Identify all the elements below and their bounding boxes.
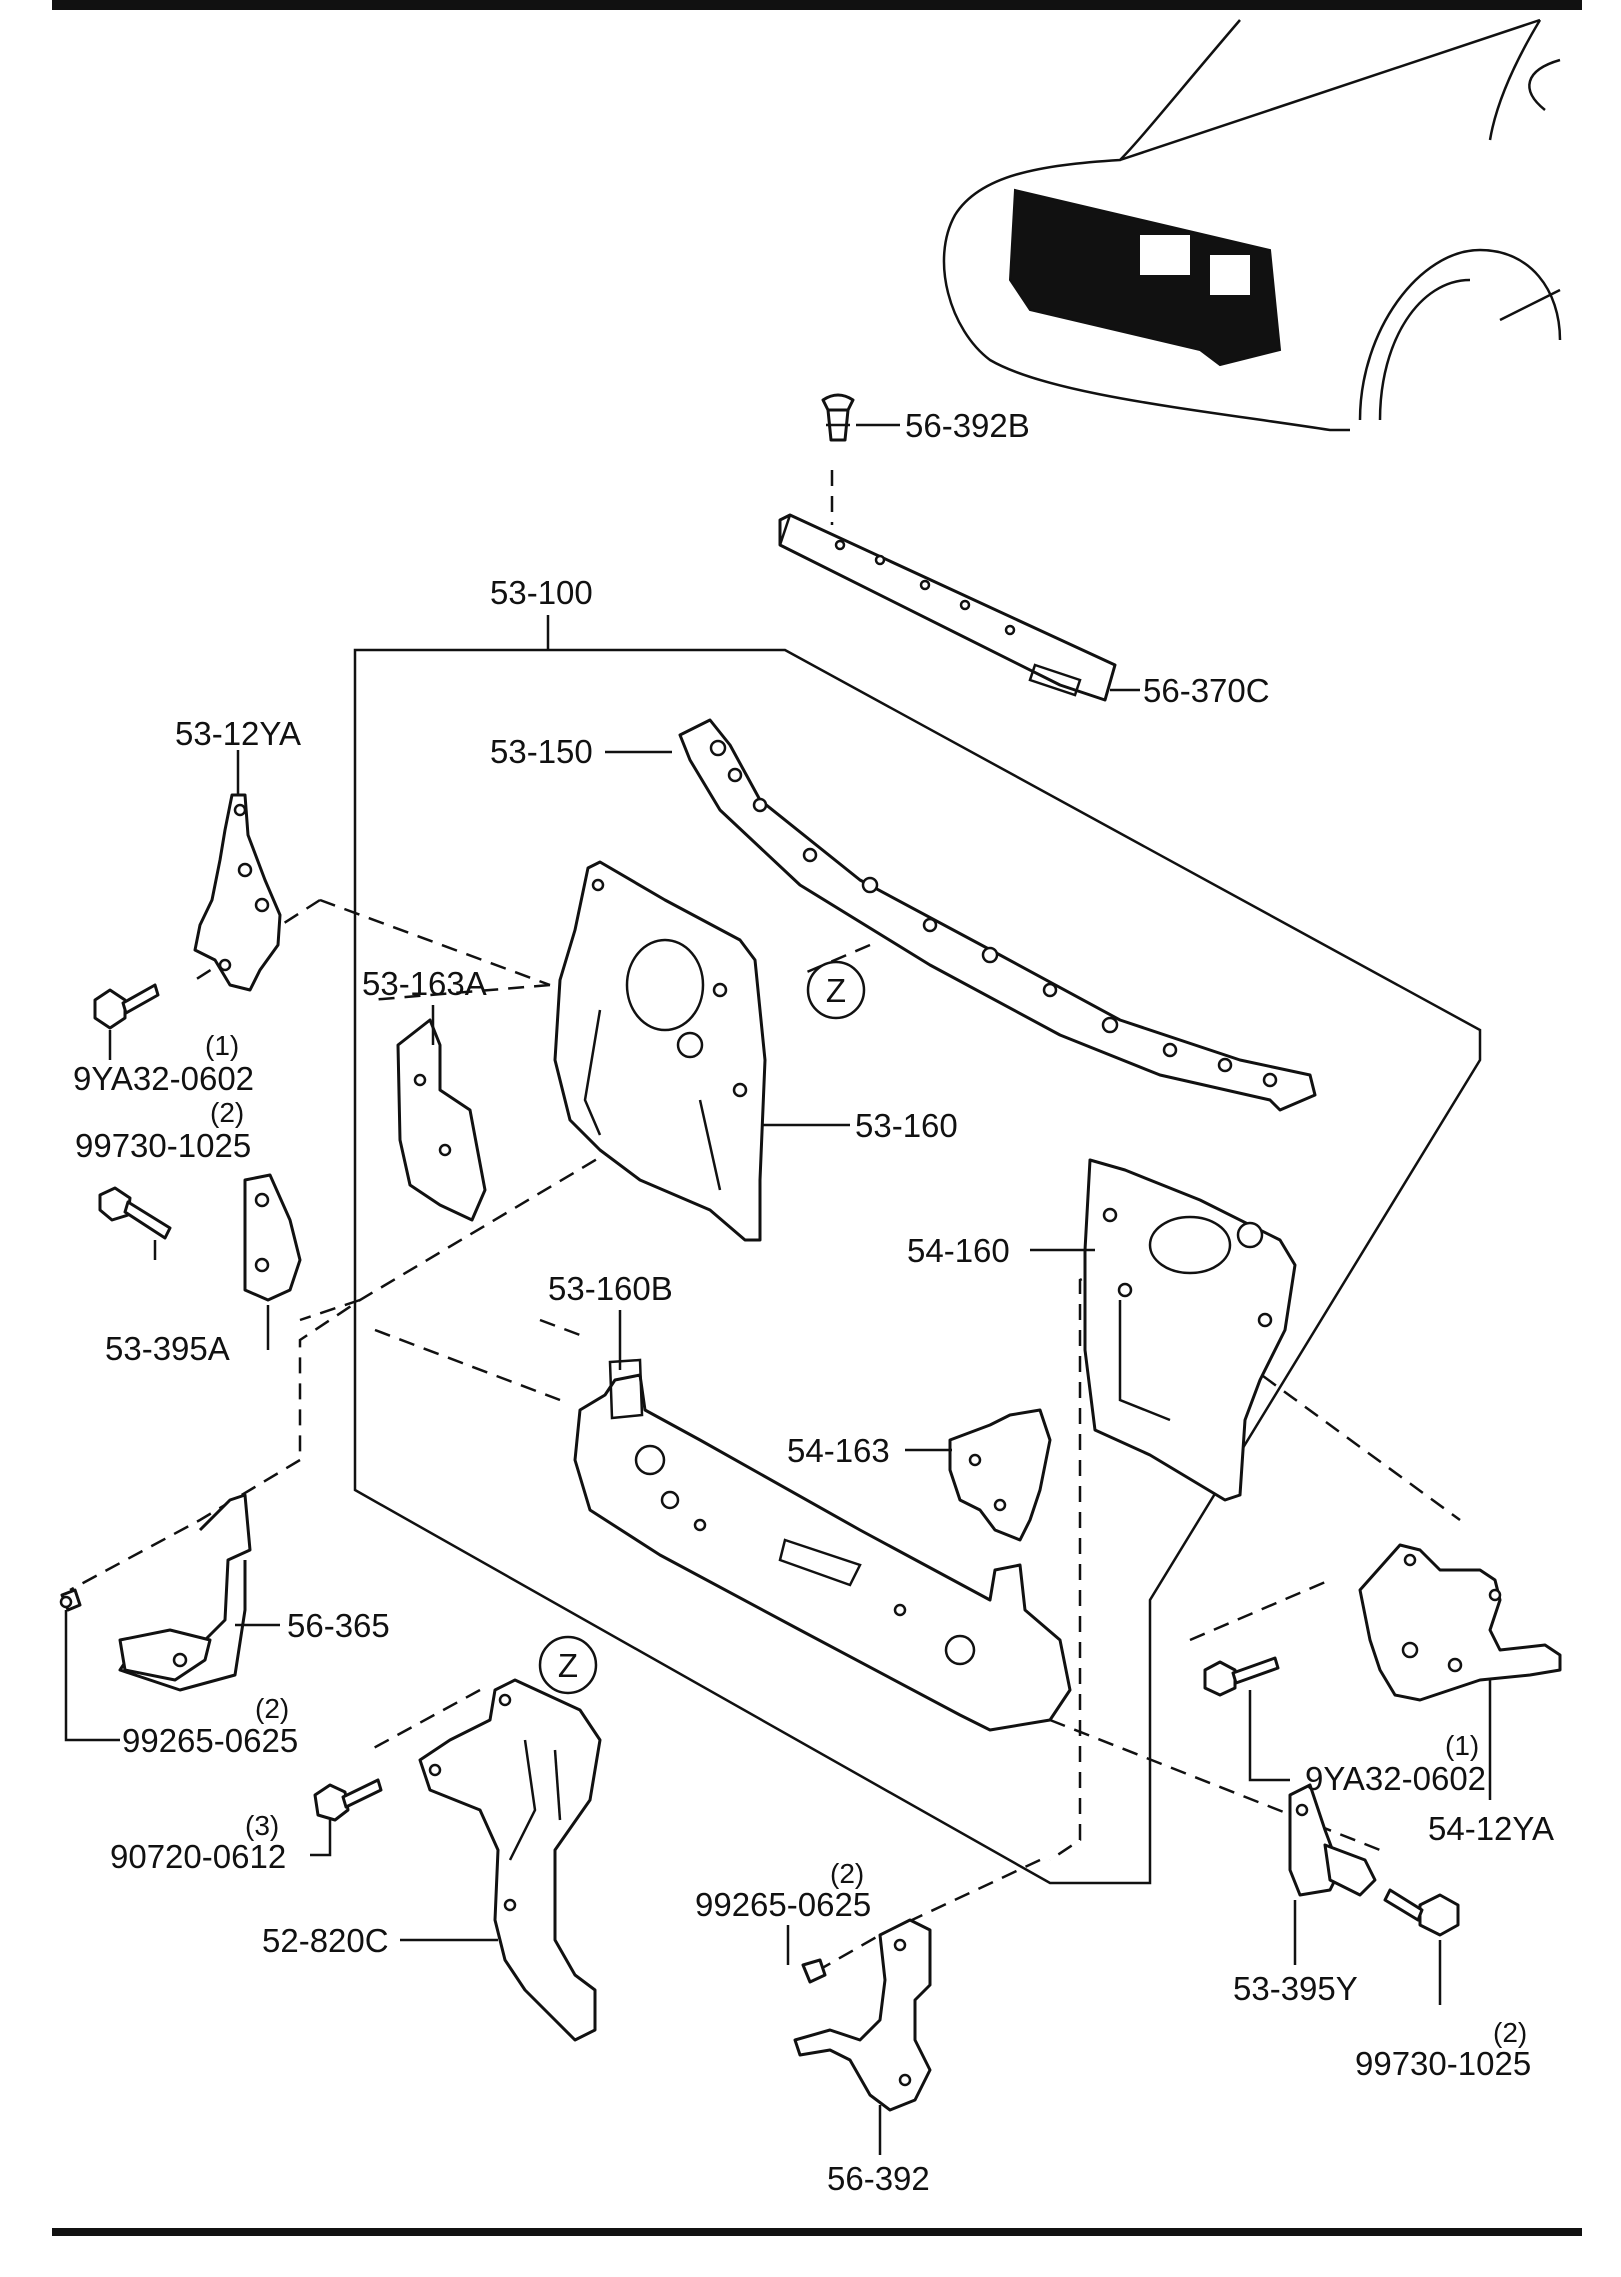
plate-53-395y bbox=[1288, 1783, 1377, 1897]
label-90720-0612: 90720-0612 bbox=[110, 1838, 286, 1875]
qty-99730-1025-left: (2) bbox=[210, 1097, 244, 1128]
vehicle-location-inset bbox=[942, 18, 1562, 499]
qty-9ya32-0602-left: (1) bbox=[205, 1030, 239, 1061]
clip-56-392b bbox=[821, 393, 855, 442]
assembly-outline-53-100 bbox=[353, 648, 1482, 1885]
top-border bbox=[52, 0, 1582, 10]
guide-56-392 bbox=[793, 1918, 932, 2112]
label-53-100: 53-100 bbox=[490, 574, 593, 611]
label-53-150: 53-150 bbox=[490, 733, 593, 770]
bolt-9ya32-0602-left bbox=[93, 983, 160, 1030]
bolt-9ya32-0602-right bbox=[1203, 1656, 1280, 1697]
label-53-160: 53-160 bbox=[855, 1107, 958, 1144]
label-9ya32-0602-left: 9YA32-0602 bbox=[73, 1060, 254, 1097]
upper-member-53-150 bbox=[678, 718, 1317, 1112]
label-52-820c: 52-820C bbox=[262, 1922, 389, 1959]
label-56-392: 56-392 bbox=[827, 2160, 930, 2197]
label-99265-0625-left: 99265-0625 bbox=[122, 1722, 298, 1759]
label-54-12ya: 54-12YA bbox=[1428, 1810, 1554, 1847]
reference-z-top: Z bbox=[806, 960, 866, 1020]
qty-99265-0625-bottom: (2) bbox=[830, 1858, 864, 1889]
label-99265-0625-bottom: 99265-0625 bbox=[695, 1886, 871, 1923]
qty-9ya32-0602-right: (1) bbox=[1445, 1730, 1479, 1761]
guide-lines bbox=[69, 470, 1461, 1977]
plate-53-395a bbox=[243, 1173, 302, 1302]
stay-52-820c bbox=[418, 1678, 602, 2042]
reference-z-top-label: Z bbox=[826, 972, 846, 1009]
label-53-160b: 53-160B bbox=[548, 1270, 673, 1307]
reference-z-bottom-label: Z bbox=[558, 1647, 578, 1684]
side-member-53-160 bbox=[553, 860, 767, 1242]
clip-99265-0625-bottom bbox=[801, 1958, 827, 1984]
label-56-370c: 56-370C bbox=[1143, 672, 1270, 709]
label-99730-1025-right: 99730-1025 bbox=[1355, 2045, 1531, 2082]
guide-56-365 bbox=[118, 1493, 252, 1692]
lower-member-53-160b bbox=[573, 1358, 1072, 1732]
bracket-53-12ya bbox=[193, 793, 282, 992]
bracket-54-163 bbox=[948, 1408, 1052, 1542]
label-54-160: 54-160 bbox=[907, 1232, 1010, 1269]
label-99730-1025-left: 99730-1025 bbox=[75, 1127, 251, 1164]
bottom-border bbox=[52, 2228, 1582, 2236]
label-53-395y: 53-395Y bbox=[1233, 1970, 1358, 2007]
cover-56-370c bbox=[778, 513, 1117, 702]
qty-99730-1025-right: (2) bbox=[1493, 2017, 1527, 2048]
label-53-395a: 53-395A bbox=[105, 1330, 230, 1367]
bracket-53-163a bbox=[396, 1018, 487, 1222]
qty-90720-0612: (3) bbox=[245, 1810, 279, 1841]
bracket-54-12ya bbox=[1358, 1543, 1562, 1702]
label-56-392b: 56-392B bbox=[905, 407, 1030, 444]
label-56-365: 56-365 bbox=[287, 1607, 390, 1644]
bolt-90720-0612 bbox=[313, 1778, 383, 1822]
reference-z-bottom: Z bbox=[538, 1635, 598, 1695]
clip-99265-0625-left bbox=[59, 1588, 82, 1612]
bolt-99730-1025-left bbox=[98, 1186, 172, 1240]
label-53-163a: 53-163A bbox=[362, 965, 487, 1002]
label-54-163: 54-163 bbox=[787, 1432, 890, 1469]
leader-lines bbox=[64, 423, 1492, 2155]
qty-99265-0625-left: (2) bbox=[255, 1693, 289, 1724]
label-9ya32-0602-right: 9YA32-0602 bbox=[1305, 1760, 1486, 1797]
side-member-54-160 bbox=[1083, 1158, 1297, 1502]
bolt-99730-1025-right bbox=[1383, 1888, 1460, 1937]
label-53-12ya: 53-12YA bbox=[175, 715, 301, 752]
